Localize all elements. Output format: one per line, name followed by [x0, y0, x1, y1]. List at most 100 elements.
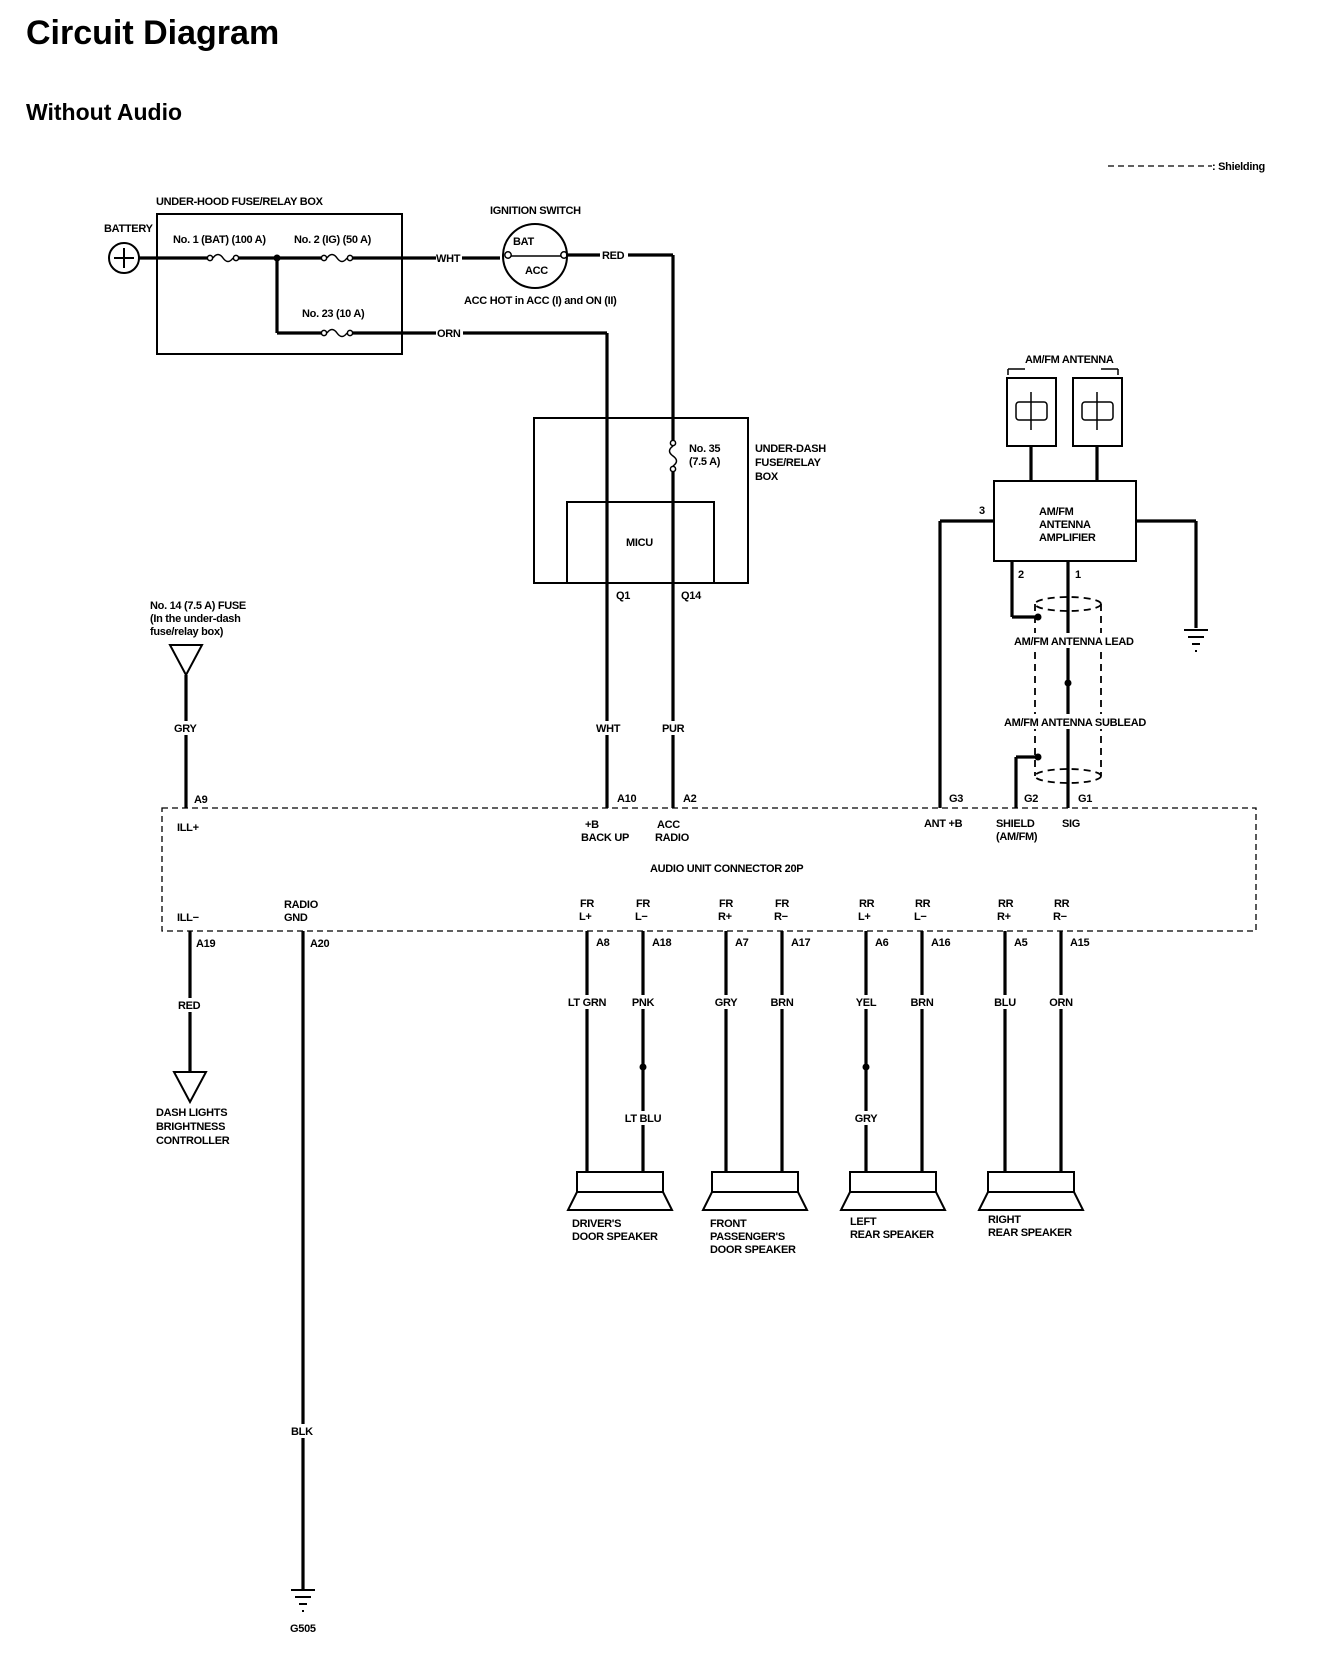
shielding-legend: : Shielding [1108, 161, 1265, 173]
wire-splice-dot [639, 1063, 647, 1071]
pin-a2-label: A2 [683, 793, 697, 805]
under-hood-box-label: UNDER-HOOD FUSE/RELAY BOX [156, 196, 324, 208]
under-dash-label-3: BOX [755, 471, 779, 483]
amp-pin3-label: 3 [979, 505, 985, 517]
backup-label-1: +B [585, 819, 599, 831]
radio-gnd-label-1: RADIO [284, 899, 319, 911]
pin-function-top: RR [859, 898, 875, 910]
left-speaker-label-2: REAR SPEAKER [850, 1229, 934, 1241]
speaker-wire-color: LT GRN [568, 997, 607, 1009]
micu-box [566, 501, 715, 584]
ill-plus-label: ILL+ [177, 822, 199, 834]
pin-function-top: RR [1054, 898, 1070, 910]
dash-lights-label-3: CONTROLLER [156, 1135, 230, 1147]
antenna-lead-label: AM/FM ANTENNA LEAD [1014, 636, 1134, 648]
battery-label: BATTERY [104, 223, 154, 235]
speaker-wire-color: BRN [911, 997, 934, 1009]
pin-function-bottom: R− [1053, 911, 1067, 923]
wire-splice-dot [862, 1063, 870, 1071]
acc-radio-label-2: RADIO [655, 832, 690, 844]
fuse14-label-1: No. 14 (7.5 A) FUSE [150, 600, 246, 612]
wire-wht-top-label: WHT [436, 253, 461, 265]
driver-speaker-label-1: DRIVER'S [572, 1218, 621, 1230]
under-hood-fuse-relay-box [156, 213, 403, 355]
pin-a20-label: A20 [310, 938, 329, 950]
driver-door-speaker [566, 1171, 674, 1211]
fuse-no35-label-1: No. 35 [689, 443, 720, 455]
fuse14-label-3: fuse/relay box) [150, 626, 224, 638]
ground-g505-icon [291, 1589, 315, 1612]
under-dash-label-1: UNDER-DASH [755, 443, 826, 455]
left-rear-speaker [839, 1171, 947, 1211]
g505-label: G505 [290, 1623, 316, 1635]
amplifier-label-2: ANTENNA [1039, 519, 1091, 531]
wire-orn-label: ORN [437, 328, 461, 340]
ill-minus-label: ILL− [177, 912, 199, 924]
wire-gry-fuse14-label: GRY [174, 723, 197, 735]
shield-label-1: SHIELD [996, 818, 1035, 830]
antenna-element-left [1006, 377, 1057, 447]
micu-q14-label: Q14 [681, 590, 702, 602]
pin-g1-label: G1 [1078, 793, 1092, 805]
pin-number: A5 [1014, 937, 1028, 949]
fuse-no1-label: No. 1 (BAT) (100 A) [173, 234, 266, 246]
pin-number: A6 [875, 937, 889, 949]
pin-function-bottom: L+ [858, 911, 871, 923]
pin-a19-label: A19 [196, 938, 215, 950]
amplifier-label-3: AMPLIFIER [1039, 532, 1096, 544]
micu-label: MICU [626, 537, 653, 549]
switch-acc-label: ACC [525, 265, 548, 277]
pin-number: A8 [596, 937, 610, 949]
pin-g3-label: G3 [949, 793, 963, 805]
dash-lights-label-1: DASH LIGHTS [156, 1107, 227, 1119]
front-passenger-door-speaker [701, 1171, 809, 1211]
pin-function-top: FR [580, 898, 594, 910]
pin-function-top: FR [636, 898, 650, 910]
front-speaker-label-3: DOOR SPEAKER [710, 1244, 796, 1256]
shielding-legend-label: : Shielding [1212, 161, 1265, 173]
ignition-switch-label: IGNITION SWITCH [490, 205, 581, 217]
antenna-sublead-label: AM/FM ANTENNA SUBLEAD [1004, 717, 1146, 729]
ignition-switch-symbol [502, 223, 568, 289]
pin-function-bottom: R− [774, 911, 788, 923]
antenna-element-right [1072, 377, 1123, 447]
amplifier-label-1: AM/FM [1039, 506, 1074, 518]
speaker-wire-color: BRN [771, 997, 794, 1009]
fuse-no23-label: No. 23 (10 A) [302, 308, 365, 320]
pin-function-bottom: L− [635, 911, 648, 923]
radio-gnd-label-2: GND [284, 912, 308, 924]
fuse-no23-symbol [320, 328, 354, 338]
driver-speaker-label-2: DOOR SPEAKER [572, 1231, 658, 1243]
pin-function-top: RR [915, 898, 931, 910]
fuse-no35-symbol [668, 439, 678, 473]
dash-lights-destination-symbol [172, 1071, 208, 1105]
amp-pin2-label: 2 [1018, 569, 1024, 581]
pin-function-bottom: L+ [579, 911, 592, 923]
backup-label-2: BACK UP [581, 832, 629, 844]
switch-bat-label: BAT [513, 236, 534, 248]
left-speaker-label-1: LEFT [850, 1216, 877, 1228]
sig-label: SIG [1062, 818, 1080, 830]
dash-lights-label-2: BRIGHTNESS [156, 1121, 225, 1133]
speaker-wire-color: BLU [994, 997, 1016, 1009]
pin-function-top: FR [775, 898, 789, 910]
audio-unit-connector [161, 807, 1257, 932]
fuse-no35-label-2: (7.5 A) [689, 456, 721, 468]
connector-title: AUDIO UNIT CONNECTOR 20P [650, 863, 803, 875]
pin-function-top: RR [998, 898, 1014, 910]
fuse14-label-2: (In the under-dash [150, 613, 241, 625]
acc-radio-label-1: ACC [657, 819, 680, 831]
fuse-no2-label: No. 2 (IG) (50 A) [294, 234, 372, 246]
antenna-lead-shielding [1034, 596, 1102, 784]
pin-function-bottom: L− [914, 911, 927, 923]
speaker-wire-color: PNK [632, 997, 655, 1009]
speaker-wire-color: ORN [1049, 997, 1073, 1009]
right-rear-speaker [977, 1171, 1085, 1211]
micu-q1-label: Q1 [616, 590, 630, 602]
pin-g2-label: G2 [1024, 793, 1038, 805]
pin-function-bottom: R+ [718, 911, 732, 923]
amplifier-ground-icon [1184, 629, 1208, 652]
fuse-no1-symbol [206, 253, 240, 263]
